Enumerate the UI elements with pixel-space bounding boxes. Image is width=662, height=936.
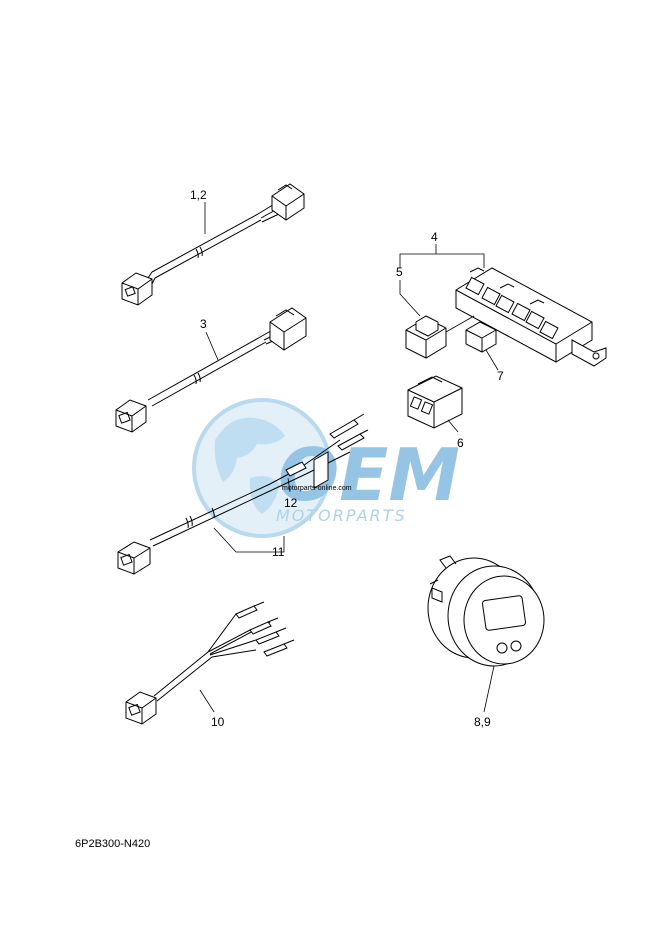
callout-12: 12 [284, 496, 298, 510]
reference-code: 6P2B300-N420 [75, 838, 151, 850]
watermark-subtitle: MOTORPARTS [276, 506, 407, 525]
callout-6: 6 [457, 436, 464, 450]
connector-right-icon [271, 183, 305, 221]
harness-1-2 [121, 183, 305, 306]
connector-5 [405, 315, 447, 359]
watermark-title: OEM [278, 433, 460, 517]
meter-button-icon [510, 640, 522, 652]
callout-7: 7 [497, 369, 504, 383]
watermark-continents [214, 417, 285, 514]
meter-display-icon [481, 595, 527, 631]
watermark: OEM MOTORPARTS [192, 398, 460, 538]
callout-10: 10 [211, 715, 225, 729]
connector-left-icon [121, 272, 153, 306]
meter-button-icon [496, 642, 508, 654]
harness-11 [117, 413, 369, 575]
connector-left-icon [125, 691, 157, 725]
harness-3 [115, 307, 307, 433]
callout-5: 5 [396, 265, 403, 279]
callout-11: 11 [272, 545, 285, 559]
callout-8-9: 8,9 [474, 715, 491, 729]
callout-4: 4 [431, 230, 438, 244]
watermark-fine-print: motorparts-online.com [282, 485, 352, 492]
connector-left-icon [117, 541, 151, 575]
meter-8-9 [427, 555, 545, 667]
connector-6 [407, 375, 463, 429]
connector-right-icon [269, 307, 307, 351]
connector-set-4 [455, 267, 607, 367]
connector-left-icon [115, 399, 147, 433]
connector-7 [465, 321, 497, 353]
harness-10 [125, 601, 295, 725]
callout-3: 3 [200, 317, 207, 331]
callout-1-2: 1,2 [190, 188, 207, 202]
